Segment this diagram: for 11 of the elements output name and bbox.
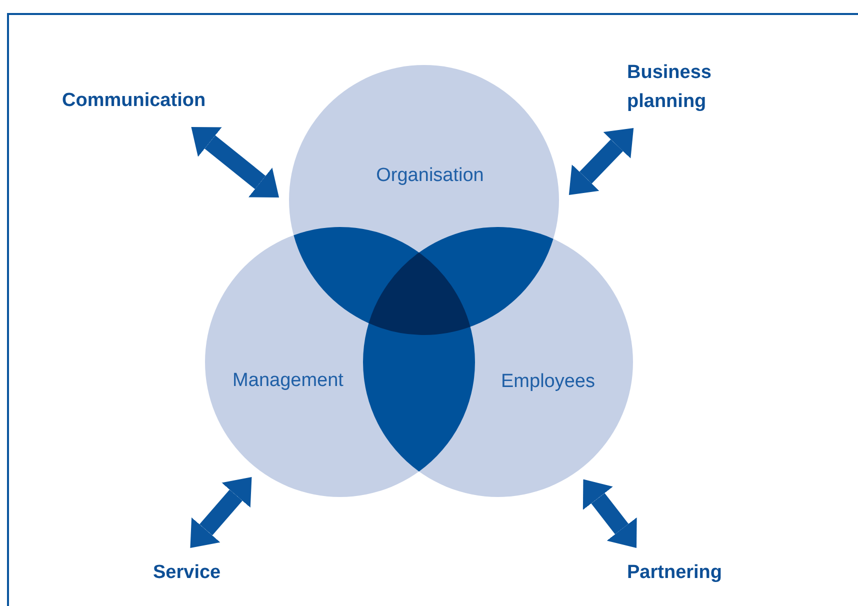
double-arrow: [190, 477, 252, 548]
circle-label: Management: [232, 370, 344, 392]
double-arrow: [191, 127, 280, 198]
topic-label: Service: [153, 558, 221, 587]
circle-label: Organisation: [376, 165, 484, 187]
topic-label: Communication: [62, 86, 206, 115]
double-arrow: [568, 128, 634, 195]
circle-label: Employees: [501, 371, 595, 393]
topic-label: Business planning: [627, 58, 737, 116]
topic-label: Partnering: [627, 558, 722, 587]
double-arrow: [582, 479, 637, 548]
